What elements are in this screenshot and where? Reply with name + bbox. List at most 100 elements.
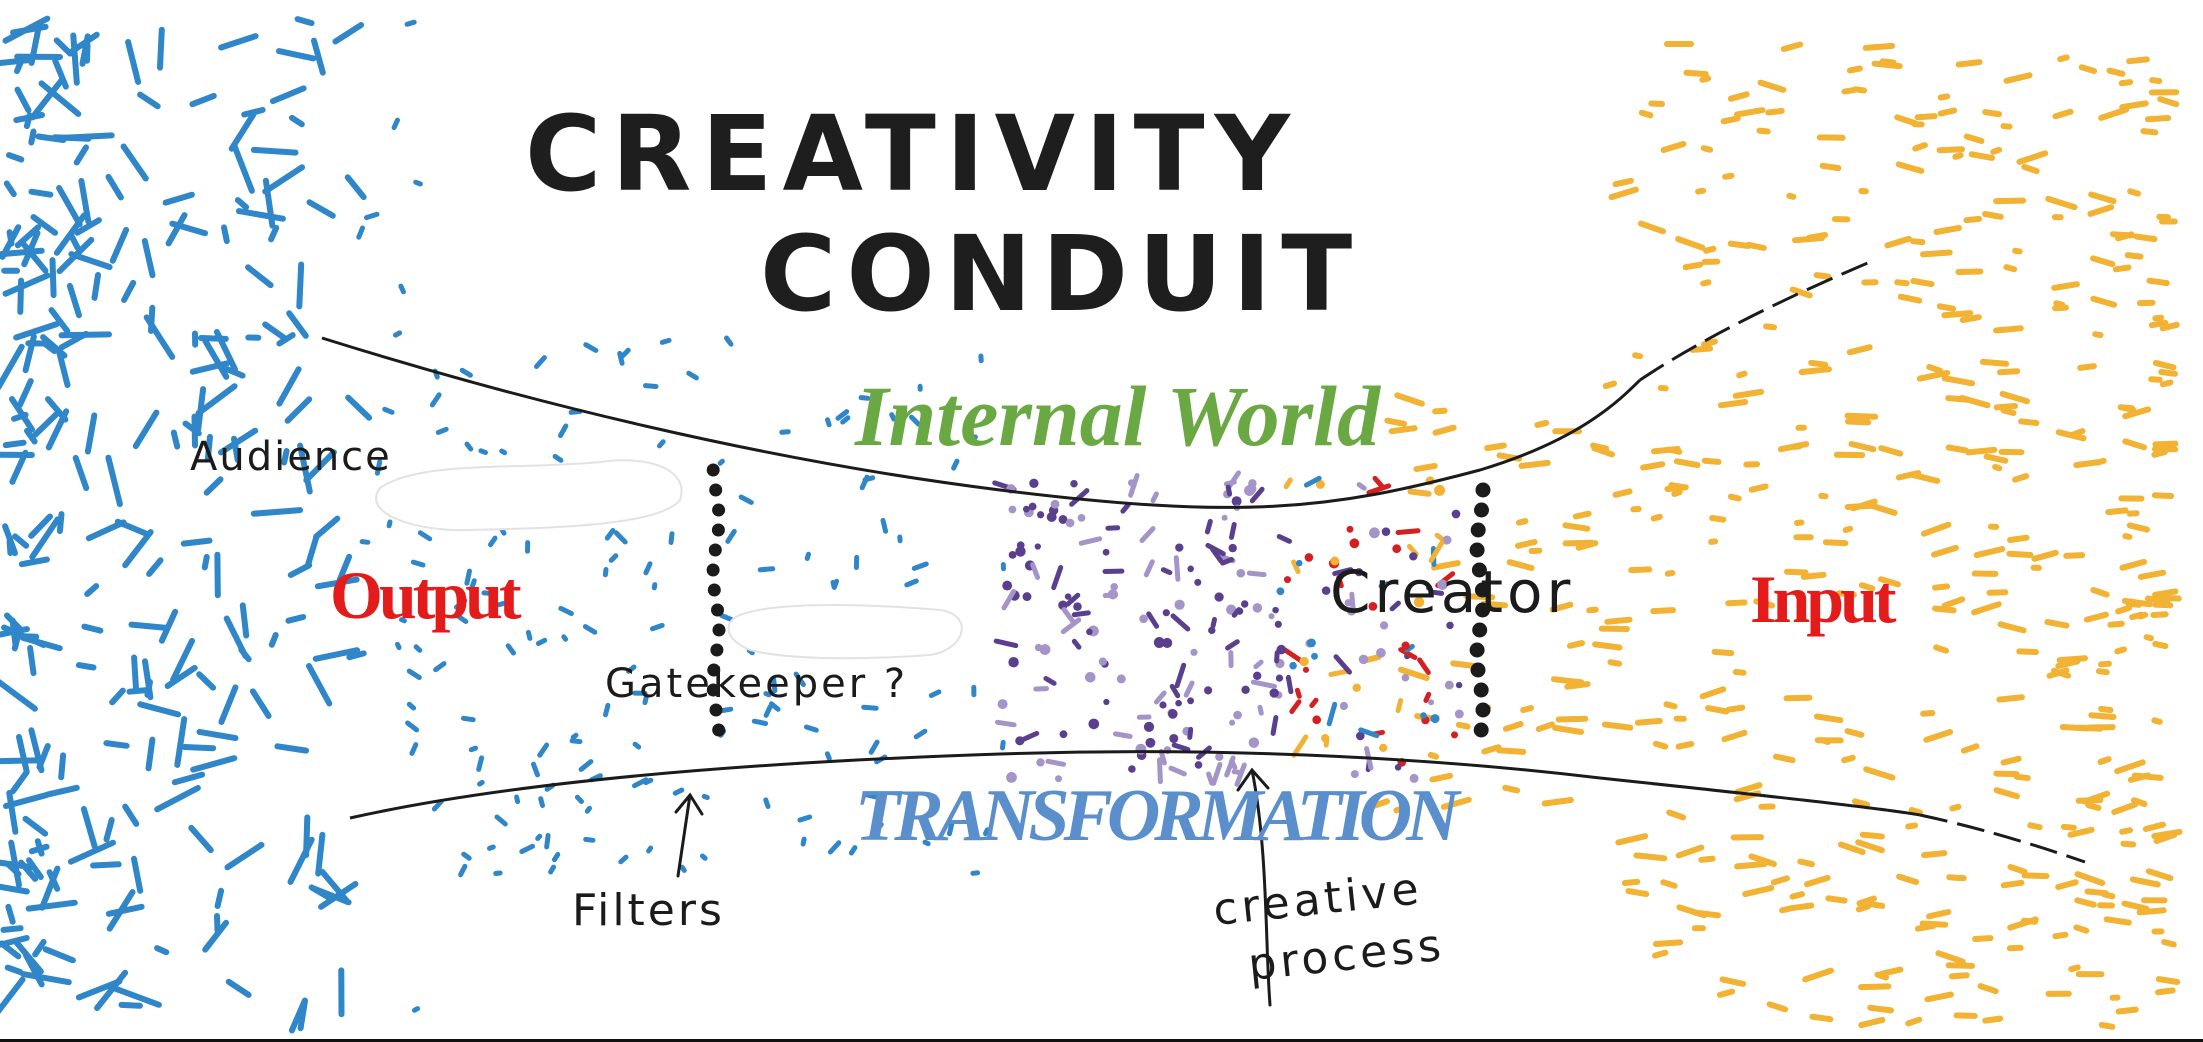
output-dash bbox=[146, 557, 164, 577]
output-dash bbox=[889, 412, 897, 422]
input-dash bbox=[1628, 566, 1653, 574]
process-dot bbox=[1034, 643, 1043, 652]
process-dot bbox=[1065, 518, 1075, 528]
output-dash bbox=[274, 743, 310, 754]
output-dash bbox=[202, 337, 230, 380]
output-dash bbox=[24, 427, 38, 445]
process-dot bbox=[1139, 614, 1148, 624]
output-dash bbox=[14, 86, 32, 114]
input-dash bbox=[1640, 461, 1666, 471]
input-dash bbox=[1637, 220, 1666, 235]
output-dash bbox=[464, 441, 474, 452]
output-dash bbox=[646, 845, 654, 854]
input-dash bbox=[1822, 539, 1849, 547]
output-dash bbox=[312, 647, 361, 662]
process-mark bbox=[1071, 610, 1091, 618]
input-dash bbox=[1515, 518, 1529, 526]
output-dash bbox=[602, 567, 609, 578]
output-dash bbox=[157, 26, 165, 71]
output-dash bbox=[218, 684, 239, 725]
process-mark bbox=[1323, 735, 1330, 748]
process-dot bbox=[1352, 683, 1361, 692]
input-dash bbox=[1638, 109, 1654, 119]
input-dash bbox=[1394, 392, 1425, 407]
title-line-2: CONDUIT bbox=[760, 213, 1362, 335]
input-dash bbox=[1897, 293, 1923, 304]
input-dash bbox=[1663, 701, 1678, 710]
process-dot bbox=[1434, 484, 1446, 496]
output-dash bbox=[286, 310, 309, 339]
output-dash bbox=[306, 663, 333, 707]
output-dash bbox=[42, 946, 76, 964]
output-dash bbox=[32, 411, 59, 438]
input-dash bbox=[1894, 279, 1910, 287]
gatekeeper-dot bbox=[706, 683, 720, 697]
output-dash bbox=[406, 701, 417, 711]
output-dash bbox=[239, 602, 250, 639]
output-dash bbox=[404, 19, 417, 27]
input-dash bbox=[1549, 601, 1574, 613]
output-dash bbox=[531, 761, 540, 778]
process-dot bbox=[1451, 509, 1461, 519]
output-dash bbox=[913, 728, 928, 740]
output-dash bbox=[632, 777, 649, 789]
output-dash bbox=[80, 806, 98, 850]
input-dash bbox=[1756, 127, 1771, 135]
input-dash bbox=[2088, 712, 2117, 720]
input-dash bbox=[1983, 453, 2009, 464]
process-dot bbox=[1073, 602, 1082, 611]
output-dash bbox=[495, 599, 513, 608]
input-dash bbox=[1855, 839, 1885, 854]
output-dash bbox=[111, 985, 162, 1008]
output-dash bbox=[12, 633, 40, 640]
process-dot bbox=[1036, 511, 1045, 519]
input-dash bbox=[1844, 412, 1879, 420]
input-dash bbox=[2078, 64, 2098, 74]
output-dash bbox=[488, 535, 498, 548]
output-dash bbox=[608, 553, 619, 563]
creator-dot bbox=[1475, 482, 1491, 498]
input-dash bbox=[2067, 826, 2095, 838]
process-dot bbox=[1379, 743, 1388, 752]
process-dot bbox=[1214, 592, 1224, 602]
output-dash bbox=[548, 864, 557, 875]
input-dash bbox=[1562, 539, 1595, 547]
output-dash bbox=[0, 626, 30, 638]
input-dash bbox=[1952, 152, 1964, 160]
output-dash bbox=[12, 533, 30, 549]
input-dash bbox=[1734, 107, 1766, 118]
input-dash bbox=[1550, 676, 1585, 686]
input-dash bbox=[1868, 901, 1886, 909]
input-dash bbox=[2145, 868, 2174, 882]
output-dash bbox=[32, 939, 47, 958]
output-dash bbox=[538, 796, 545, 808]
process-mark bbox=[1211, 762, 1223, 786]
input-dash bbox=[1650, 607, 1676, 615]
output-dash bbox=[29, 516, 61, 560]
transformation-label: TRANSFORMATION bbox=[855, 775, 1462, 857]
process-dot bbox=[1008, 656, 1019, 668]
process-dot bbox=[1015, 736, 1025, 746]
input-label: Input bbox=[1750, 561, 1897, 637]
output-dash bbox=[14, 224, 42, 249]
process-mark bbox=[1065, 592, 1081, 607]
process-dot bbox=[1252, 603, 1263, 613]
output-dash bbox=[679, 864, 687, 873]
output-dash bbox=[768, 701, 781, 712]
input-dash bbox=[1779, 905, 1793, 914]
input-dash bbox=[2126, 56, 2150, 65]
process-dot bbox=[1252, 671, 1262, 681]
process-dot bbox=[1295, 559, 1303, 567]
output-dash bbox=[825, 417, 832, 428]
process-dot bbox=[1450, 731, 1459, 739]
output-dash bbox=[137, 701, 182, 718]
process-mark bbox=[1333, 654, 1352, 675]
input-dash bbox=[1852, 86, 1868, 94]
input-dash bbox=[1941, 375, 1976, 387]
output-dash bbox=[103, 817, 115, 843]
process-dot bbox=[1381, 527, 1391, 536]
output-dash bbox=[84, 41, 91, 64]
process-mark bbox=[1128, 473, 1140, 498]
input-dash bbox=[2052, 108, 2074, 120]
process-dot bbox=[1346, 525, 1354, 533]
